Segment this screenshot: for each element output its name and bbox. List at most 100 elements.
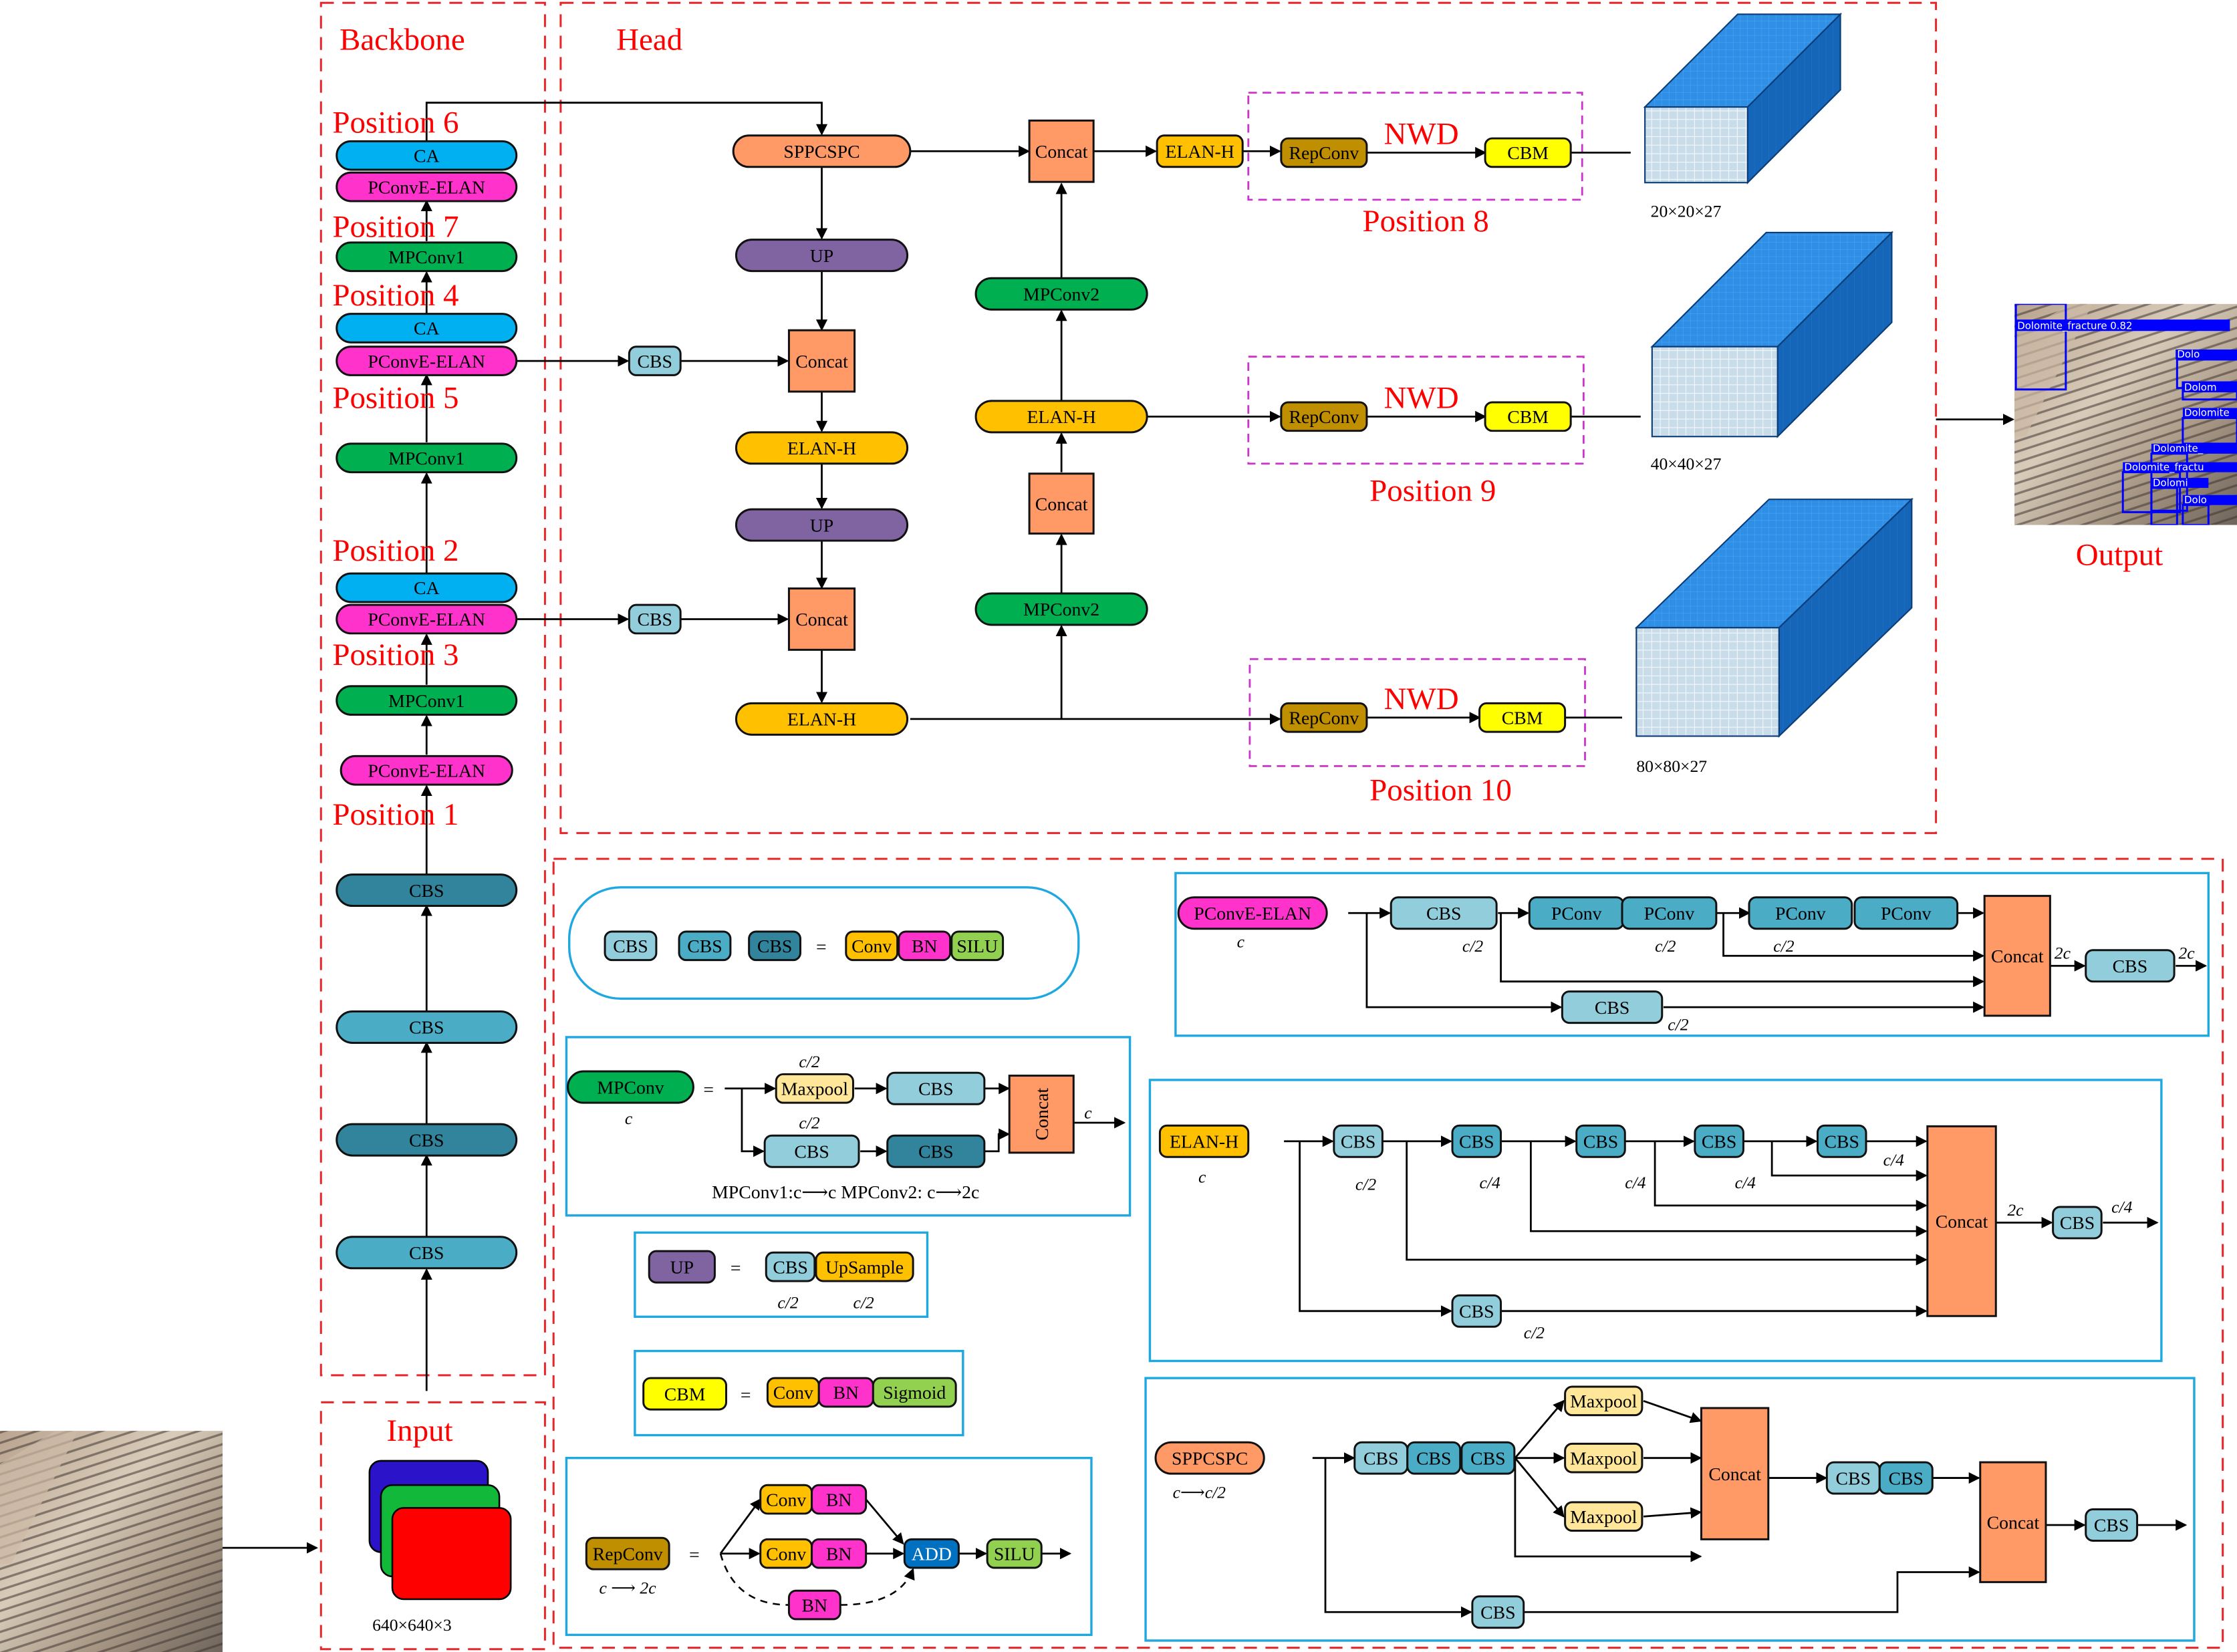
label-pos8: Position 8 [1363,204,1489,239]
module-cbs: CBS [336,1010,518,1044]
module-label: CBS [687,936,722,957]
module-cbs: CBS [1471,1595,1525,1629]
module-label: ELAN-H [1170,1131,1238,1152]
module-repconv: RepConv [1280,702,1368,733]
module-label: CBM [1502,708,1543,728]
module-cbs: CBS [336,1123,518,1157]
label-pos3: Position 3 [332,638,458,672]
module-label: CBS [1416,1448,1451,1469]
module-mpconv2: MPConv2 [974,277,1148,311]
module-cbs: CBS [1816,1124,1867,1158]
module-label: BN [802,1595,828,1616]
module-label: Conv [766,1490,806,1510]
module-label: CBS [613,936,648,957]
module-pconve-elan: PConvE-ELAN [340,754,513,786]
module-label: CBM [1507,407,1549,428]
module-label: PConv [1551,904,1602,924]
module-label: CBS [1889,1468,1924,1489]
module-label: Conv [773,1383,813,1403]
module-label: CBS [1836,1468,1871,1489]
label-nwd8: NWD [1384,117,1459,152]
label-mp-c2b: c/2 [799,1113,819,1133]
module-label: UP [670,1257,694,1278]
module-maxpool: Maxpool [1564,1442,1643,1474]
label-eq-rep: = [689,1544,700,1565]
module-cbs: CBS [678,930,732,962]
module-label: CBS [2094,1516,2129,1536]
module-label: CBS [1480,1603,1515,1623]
module-ca: CA [336,572,518,603]
module-up: UP [735,508,909,542]
module-concat: Concat [1700,1407,1770,1540]
label-mp-c2a: c/2 [799,1052,819,1071]
label-head: Head [616,23,682,57]
label-backbone: Backbone [340,23,465,57]
label-dim40: 40×40×27 [1651,454,1722,473]
label-mp-out: c [1084,1103,1092,1123]
module-label: CBS [1363,1448,1398,1469]
module-label: CBS [794,1141,829,1162]
module-pconve-elan: PConvE-ELAN [336,603,518,635]
module-label: CBS [757,936,792,957]
input-channel-layer [391,1507,512,1601]
label-dim80: 80×80×27 [1636,756,1707,776]
module-label: CBS [1583,1131,1618,1152]
module-pconv: PConv [1528,896,1625,930]
module-cbs: CBS [2085,949,2176,983]
module-mpconv1: MPConv1 [336,241,518,273]
module-label: SPPCSPC [1172,1448,1248,1469]
module-bn: BN [811,1538,868,1569]
module-label: CBS [1459,1302,1494,1323]
module-cbs: CBS [604,930,658,962]
sppcspc-legend-panel [1144,1377,2196,1642]
connection-arrow [1514,1458,1702,1562]
module-label: RepConv [1289,143,1359,164]
module-label: CBS [918,1141,953,1162]
label-dim-in: 640×640×3 [372,1615,452,1635]
module-label: Maxpool [1570,1391,1637,1412]
connection-arrow [1406,1141,1928,1266]
mpconv-legend-panel [565,1036,1132,1217]
detection-label: Dolomite_fractu [2124,461,2204,473]
module-label: SILU [994,1544,1035,1564]
module-label: CA [414,319,440,339]
connection-arrow [865,1498,904,1545]
module-upsample: UpSample [815,1251,914,1282]
module-label: CBS [409,1243,444,1264]
feature-cube-20 [1643,12,1843,184]
module-label: BN [912,936,938,957]
label-pe-c2b: c/2 [1655,936,1676,956]
module-label: CBS [638,352,672,372]
module-pconve-elan: PConvE-ELAN [336,346,518,376]
module-label: MPConv1 [388,247,465,268]
module-pconve-elan: PConvE-ELAN [336,171,518,202]
label-eq-up: = [731,1258,741,1278]
module-label: PConvE-ELAN [1194,904,1311,924]
module-bn: BN [811,1484,868,1515]
module-label: CBS [1426,904,1461,924]
connection-arrow [1770,1141,1928,1182]
module-label: BN [826,1544,852,1564]
module-pconv: PConv [1621,896,1718,930]
detection-label: Dolo [2184,494,2207,506]
label-up-c2a: c/2 [777,1293,798,1313]
module-label: CA [414,146,440,166]
label-eq-mp: = [703,1079,714,1100]
module-label: CA [414,578,440,599]
module-label: RepConv [593,1544,663,1564]
module-mpconv1: MPConv1 [336,685,518,716]
connection-arrow [1365,913,1563,1013]
detection-label-bg [2151,443,2237,454]
module-sppcspc: SPPCSPC [732,134,912,168]
module-bn: BN [787,1589,841,1621]
label-nwd10: NWD [1384,682,1459,716]
detection-label: Dolomite_ [2153,442,2204,454]
module-concat: Concat [1983,895,2051,1017]
detection-label-bg [2182,408,2237,418]
module-label: PConv [1644,904,1695,924]
module-label: CBS [2060,1213,2095,1234]
detection-label: Dolomi [2153,476,2188,489]
label-pe-c2a: c/2 [1462,936,1483,956]
